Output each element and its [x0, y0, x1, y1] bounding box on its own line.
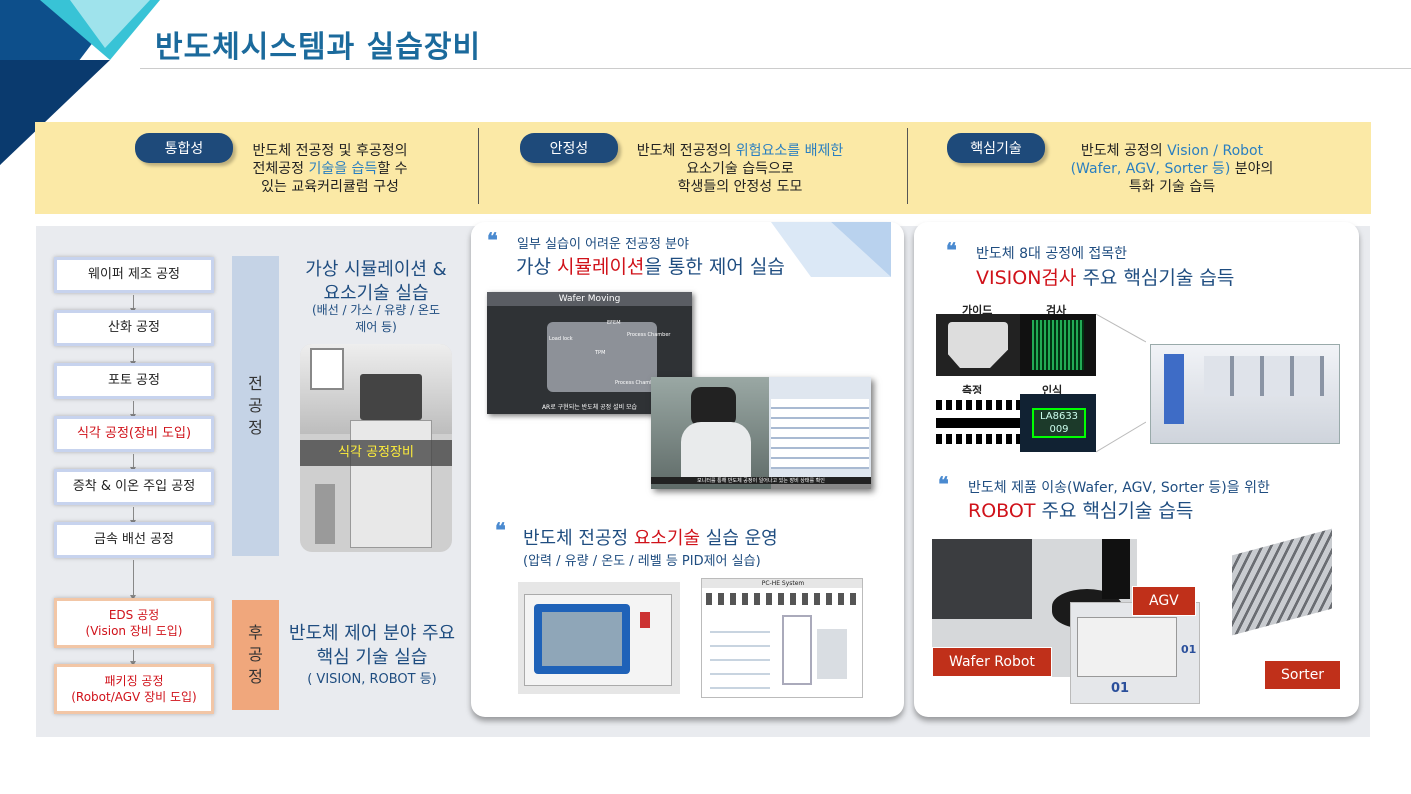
control-subheading: ( VISION, ROBOT 등) — [307, 672, 437, 687]
element-tech-sub: (압력 / 유량 / 온도 / 레벨 등 PID제어 실습) — [523, 554, 761, 569]
vision-robot-card: ❝ 반도체 8대 공정에 접목한 VISION검사 주요 핵심기술 습득 가이드… — [914, 222, 1359, 717]
flow-arrow — [130, 560, 136, 600]
process-step-packaging: 패키징 공정(Robot/AGV 장비 도입) — [54, 664, 214, 714]
pill-integration: 통합성 — [135, 133, 233, 163]
guide-image — [936, 314, 1020, 376]
quote-icon: ❝ — [487, 228, 498, 252]
etch-caption: 식각 공정장비 — [300, 440, 452, 466]
flow-arrow — [130, 401, 136, 419]
feature-banner: 통합성 반도체 전공정 및 후공정의 전체공정 기술을 습득할 수 있는 교육커… — [35, 122, 1371, 214]
process-step-eds: EDS 공정(Vision 장비 도입) — [54, 598, 214, 648]
vision-label-guide: 가이드 — [962, 304, 993, 317]
agv-photo: 01 01 — [1070, 602, 1200, 704]
quote-icon: ❝ — [495, 518, 506, 542]
vision-label-recognize: 인식 — [1042, 384, 1063, 397]
flow-arrow — [130, 507, 136, 525]
feature-integration-text: 반도체 전공정 및 후공정의 전체공정 기술을 습득할 수 있는 교육커리큘럼 … — [252, 143, 408, 195]
corner-decoration — [0, 0, 160, 165]
sorter-tag: Sorter — [1264, 660, 1342, 690]
process-step-photo: 포토 공정 — [54, 363, 214, 399]
vision-machine-photo — [1144, 324, 1344, 446]
zoom-lines — [1096, 313, 1146, 453]
banner-divider — [907, 128, 908, 204]
vr-window-title: Wafer Moving — [487, 292, 692, 306]
process-step-etch: 식각 공정(장비 도입) — [54, 416, 214, 452]
flow-arrow — [130, 295, 136, 313]
process-step-wafer: 웨이퍼 제조 공정 — [54, 257, 214, 293]
agv-tag: AGV — [1132, 586, 1196, 616]
pill-core-tech: 핵심기술 — [947, 133, 1045, 163]
measure-image — [936, 394, 1020, 452]
feature-stability-text: 반도체 전공정의 위험요소를 배제한 요소기술 습득으로 학생들의 안정성 도모 — [636, 143, 844, 195]
quote-icon: ❝ — [946, 238, 957, 262]
vision-label-inspect: 검사 — [1046, 304, 1067, 317]
vr-headset-photo: 모니터를 통해 반도체 공정이 일어나고 있는 장비 상태를 확인 — [651, 377, 871, 489]
title-divider — [140, 68, 1411, 69]
page-title: 반도체시스템과 실습장비 — [155, 30, 482, 65]
process-step-metal: 금속 배선 공정 — [54, 522, 214, 558]
inspect-image — [1020, 314, 1096, 376]
vision-label-measure: 측정 — [962, 384, 983, 397]
vision-headline: VISION검사 주요 핵심기술 습득 — [976, 267, 1235, 289]
vision-intro: 반도체 8대 공정에 접목한 — [976, 246, 1128, 262]
simulation-heading: 가상 시뮬레이션 &요소기술 실습 — [305, 259, 447, 304]
robot-intro: 반도체 제품 이송(Wafer, AGV, Sorter 등)을 위한 — [968, 480, 1270, 496]
process-step-oxidation: 산화 공정 — [54, 310, 214, 346]
feature-core-tech-text: 반도체 공정의 Vision / Robot (Wafer, AGV, Sort… — [1070, 143, 1274, 195]
sim-headline: 가상 시뮬레이션을 통한 제어 실습 — [516, 256, 785, 278]
element-tech-headline: 반도체 전공정 요소기술 실습 운영 — [523, 528, 778, 549]
flow-arrow — [130, 650, 136, 666]
flow-arrow — [130, 348, 136, 366]
sorter-photo — [1212, 522, 1348, 642]
etch-equipment-photo: 식각 공정장비 — [300, 344, 452, 552]
sim-intro: 일부 실습이 어려운 전공정 분야 — [517, 237, 690, 252]
robot-headline: ROBOT 주요 핵심기술 습득 — [968, 500, 1194, 522]
process-step-deposition: 증착 & 이온 주입 공정 — [54, 469, 214, 505]
pill-stability: 안정성 — [520, 133, 618, 163]
simulation-card: ❝ 일부 실습이 어려운 전공정 분야 가상 시뮬레이션을 통한 제어 실습 W… — [471, 222, 904, 717]
banner-divider — [478, 128, 479, 204]
chamber-equipment-photo — [518, 582, 680, 694]
card-decoration — [771, 222, 891, 277]
wafer-robot-tag: Wafer Robot — [932, 647, 1052, 677]
quote-icon: ❝ — [938, 472, 949, 496]
flow-arrow — [130, 454, 136, 472]
pid-control-screen: PC-HE System — [701, 578, 863, 698]
